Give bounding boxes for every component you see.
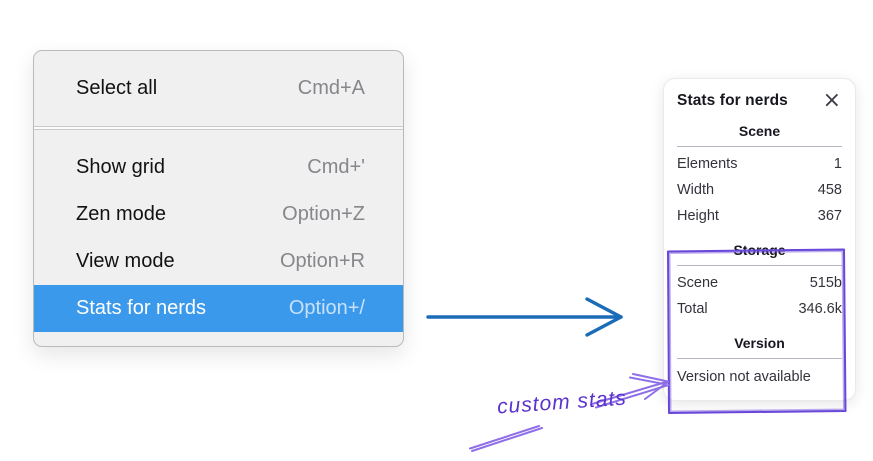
- menu-group-top: Select all Cmd+A: [34, 51, 403, 126]
- menu-item-shortcut: Cmd+A: [297, 77, 365, 99]
- menu-item-shortcut: Option+Z: [282, 203, 365, 225]
- menu-item-shortcut: Option+/: [288, 297, 365, 319]
- section-heading: Storage: [733, 242, 786, 258]
- menu-item-show-grid[interactable]: Show grid Cmd+': [34, 144, 403, 191]
- close-icon[interactable]: ×: [822, 88, 841, 113]
- section-scene: Scene Elements 1 Width 458 Height 367: [677, 123, 842, 229]
- custom-stats-label: custom stats: [496, 386, 628, 419]
- stat-row-total-size: Total 346.6k: [677, 296, 842, 322]
- section-heading: Version: [734, 335, 785, 351]
- section-heading: Scene: [738, 123, 781, 139]
- menu-item-label: Show grid: [76, 156, 165, 178]
- section-storage: Storage Scene 515b Total 346.6k: [677, 242, 842, 322]
- menu-item-label: Stats for nerds: [76, 297, 207, 319]
- menu-group-bottom: Show grid Cmd+' Zen mode Option+Z View m…: [34, 130, 403, 346]
- stats-for-nerds-panel: Stats for nerds × Scene Elements 1 Width…: [663, 78, 856, 401]
- section-version: Version Version not available: [677, 335, 842, 386]
- menu-item-zen-mode[interactable]: Zen mode Option+Z: [34, 191, 403, 238]
- panel-header: Stats for nerds ×: [677, 88, 842, 113]
- stat-label: Elements: [677, 156, 738, 172]
- context-menu: Select all Cmd+A Show grid Cmd+' Zen mod…: [33, 50, 404, 347]
- menu-divider: [34, 126, 403, 130]
- stat-label: Width: [677, 182, 715, 198]
- stat-value: 367: [817, 208, 842, 224]
- stat-value: 346.6k: [798, 301, 842, 317]
- version-note: Version not available: [677, 369, 811, 385]
- stat-label: Scene: [677, 275, 719, 291]
- menu-item-label: Zen mode: [76, 203, 167, 225]
- stat-label: Total: [677, 301, 708, 317]
- menu-item-label: Select all: [76, 77, 158, 99]
- blue-arrow: [426, 297, 623, 337]
- stat-row-scene-size: Scene 515b: [677, 270, 842, 296]
- stat-label: Height: [677, 208, 719, 224]
- stat-value: 1: [833, 156, 842, 172]
- menu-item-select-all[interactable]: Select all Cmd+A: [34, 65, 403, 112]
- stat-row-height: Height 367: [677, 203, 842, 229]
- menu-item-shortcut: Option+R: [279, 250, 365, 272]
- menu-item-view-mode[interactable]: View mode Option+R: [34, 238, 403, 285]
- section-rule: [677, 146, 842, 147]
- menu-item-stats-for-nerds[interactable]: Stats for nerds Option+/: [34, 285, 403, 332]
- section-rule: [677, 358, 842, 359]
- stat-row-elements: Elements 1: [677, 151, 842, 177]
- menu-item-shortcut: Cmd+': [307, 156, 365, 178]
- section-rule: [677, 265, 842, 266]
- stat-row-width: Width 458: [677, 177, 842, 203]
- menu-item-label: View mode: [76, 250, 175, 272]
- panel-title: Stats for nerds: [677, 92, 788, 109]
- stat-value: 458: [817, 182, 842, 198]
- stat-value: 515b: [809, 275, 842, 291]
